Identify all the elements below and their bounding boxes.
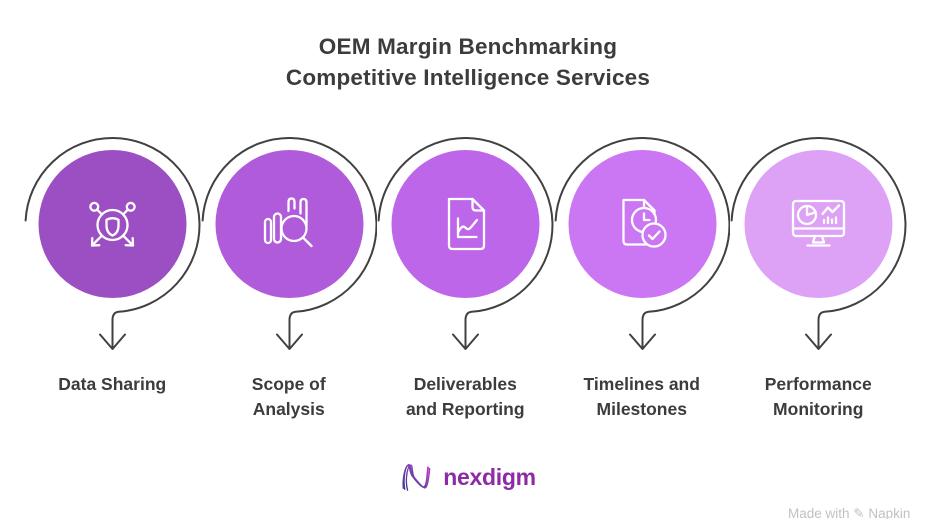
report-line-chart-document-icon	[447, 197, 486, 251]
step-5-performance-monitoring	[730, 137, 907, 350]
step-labels-row: Data Sharing Scope of Analysis Deliverab…	[24, 372, 907, 422]
step-label-timelines-milestones: Timelines and Milestones	[583, 374, 700, 419]
nexdigm-wordmark: nexdigm	[443, 463, 536, 490]
step-circle	[215, 150, 363, 298]
step-label-data-sharing: Data Sharing	[58, 374, 167, 394]
step-circle	[38, 150, 187, 298]
loop-arrow	[201, 137, 377, 350]
napkin-watermark: Made with ✎ Napkin	[788, 506, 911, 519]
step-3-deliverables-reporting	[377, 137, 554, 350]
napkin-pen-icon: ✎	[853, 506, 865, 519]
page-title-line1: OEM Margin Benchmarking	[318, 34, 618, 59]
document-clock-checkmark-icon	[621, 198, 667, 248]
monitor-dashboard-icon	[791, 199, 846, 247]
step-2-scope-of-analysis	[201, 137, 377, 350]
loop-arrow	[377, 137, 554, 350]
bar-chart-magnifier-icon	[263, 197, 313, 248]
shield-network-share-icon	[89, 201, 136, 247]
page-title-line2: Competitive Intelligence Services	[285, 65, 651, 90]
step-label-deliverables-reporting: Deliverables and Reporting	[405, 374, 525, 419]
loop-arrow	[730, 137, 907, 350]
page-title: OEM Margin Benchmarking Competitive Inte…	[0, 31, 936, 93]
nexdigm-logo-icon	[402, 464, 431, 491]
step-label-performance-monitoring: Performance Monitoring	[764, 374, 872, 419]
step-label-scope-of-analysis: Scope of Analysis	[251, 374, 326, 419]
step-4-timelines-milestones	[554, 137, 730, 350]
loop-arrow	[554, 137, 730, 350]
step-circle	[391, 150, 540, 298]
step-1-data-sharing	[24, 137, 201, 350]
steps-row	[24, 127, 907, 362]
nexdigm-logo: nexdigm	[0, 460, 936, 494]
step-circle	[744, 150, 893, 298]
loop-arrow	[24, 137, 201, 350]
